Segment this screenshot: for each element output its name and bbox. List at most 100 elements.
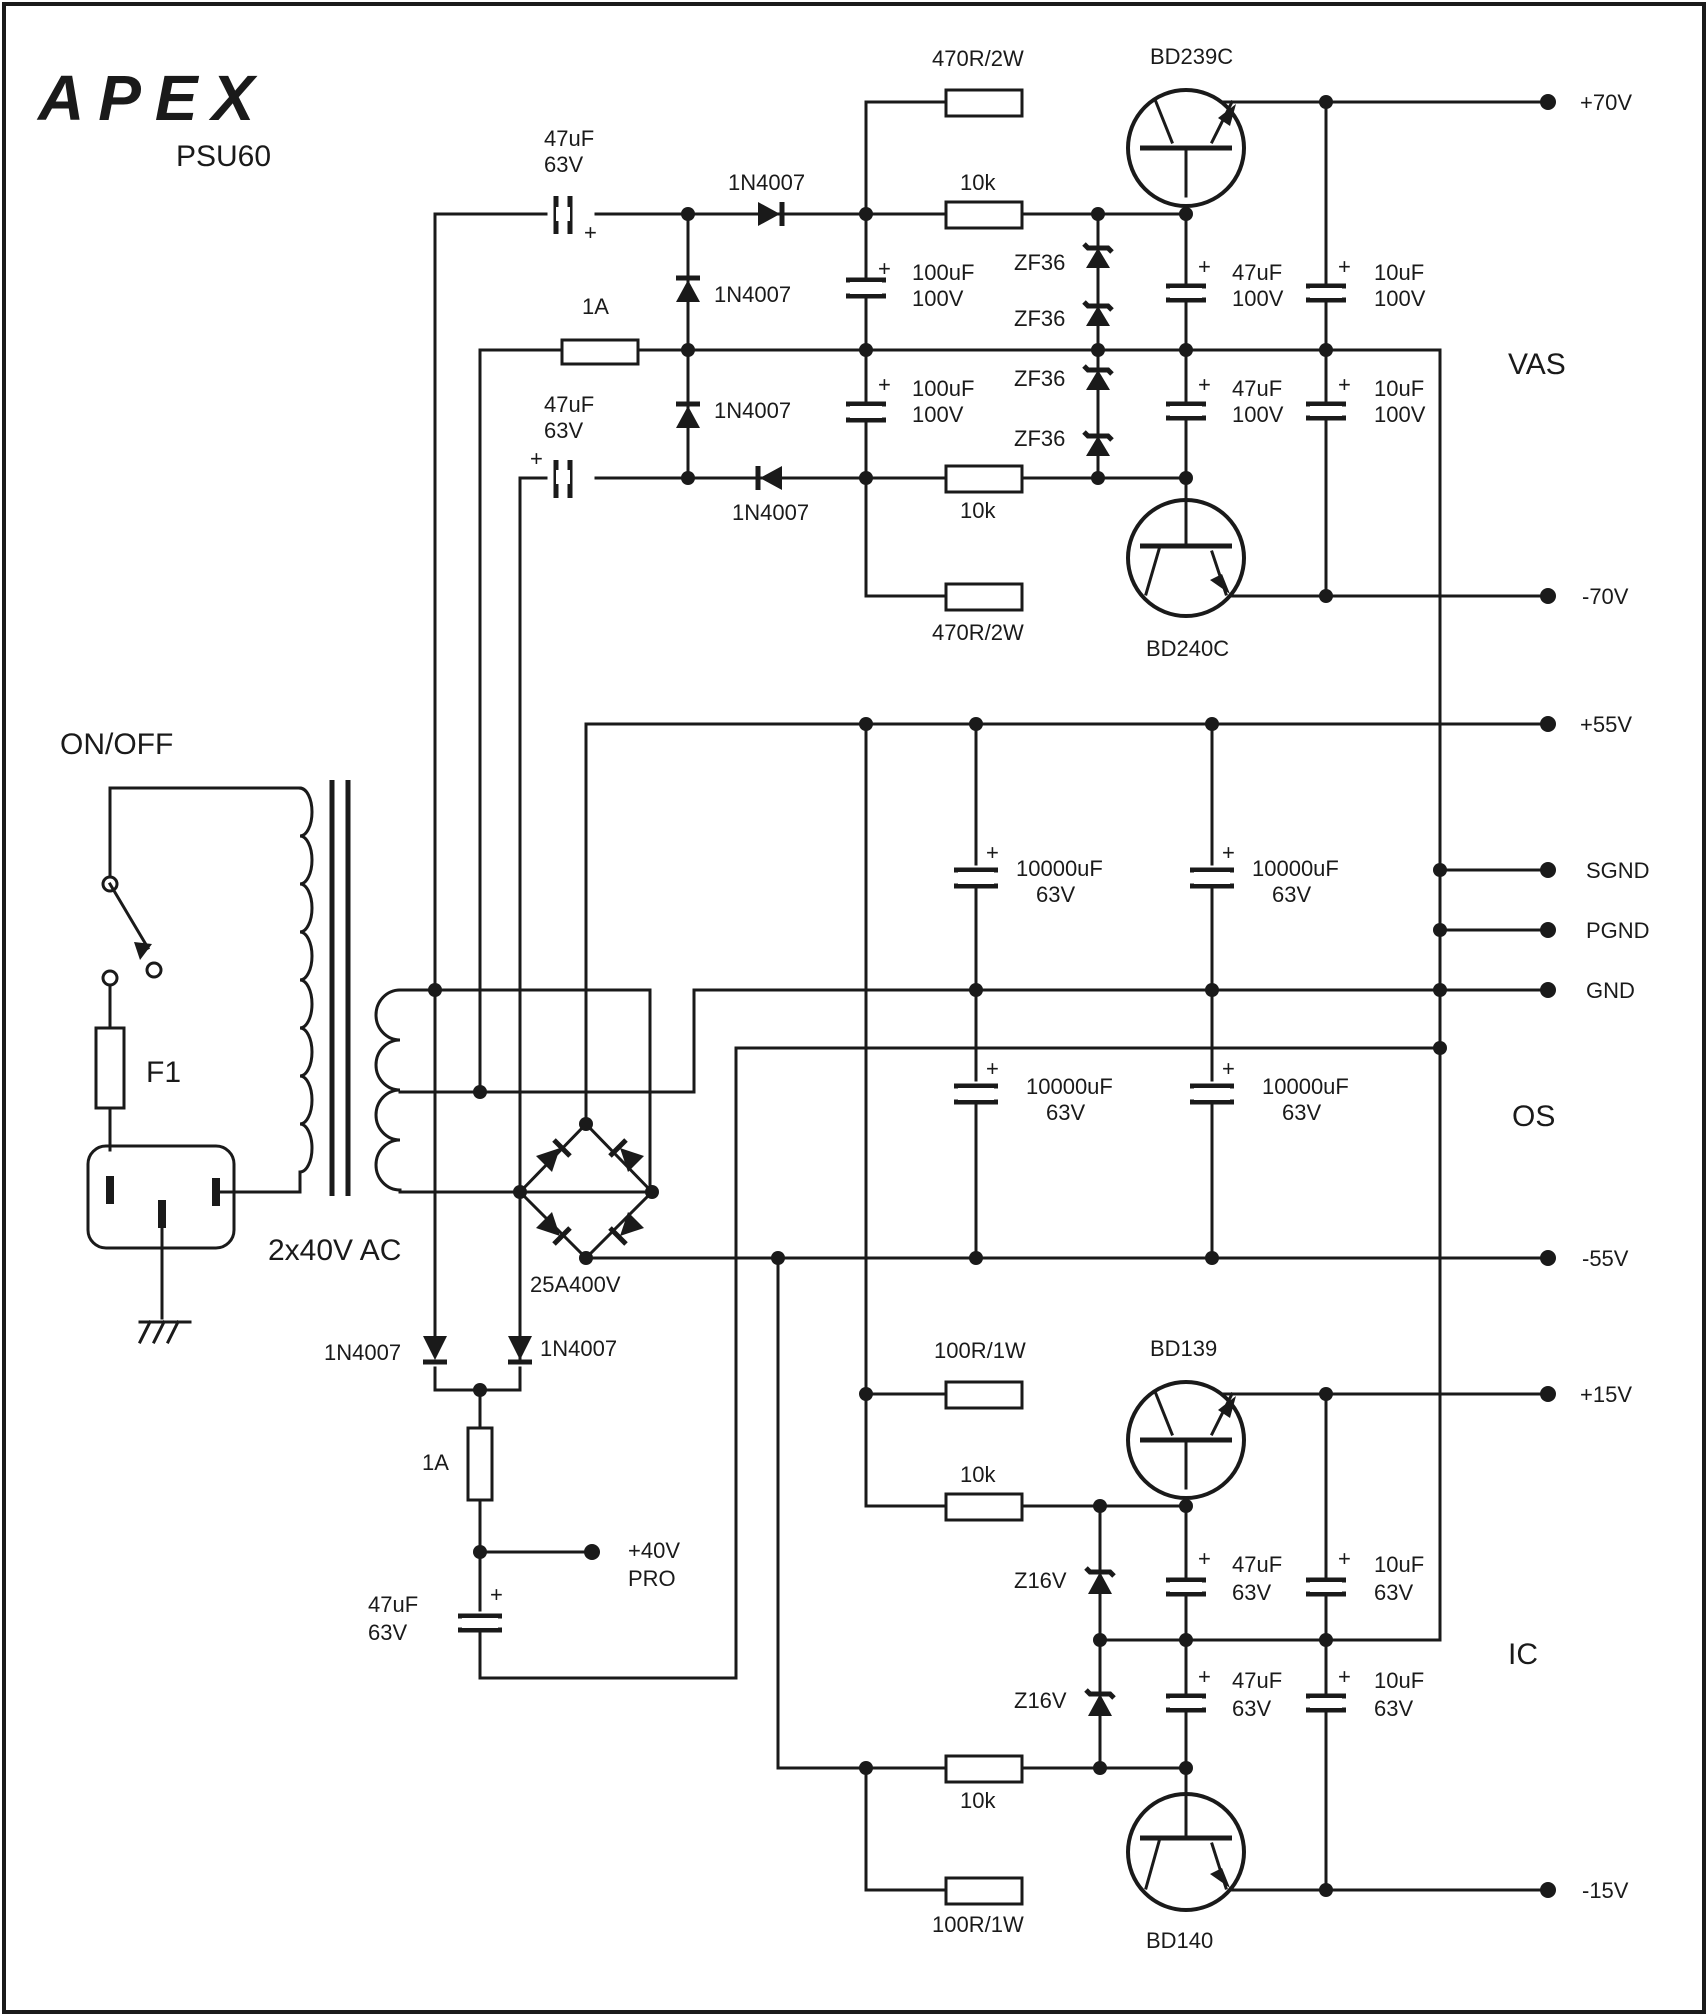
res-10k-ic-lower bbox=[944, 1754, 1024, 1784]
cap-10000uf-3: + 10000uF 63V bbox=[954, 1056, 1113, 1125]
section-ic-label: IC bbox=[1508, 1638, 1538, 1671]
transistor-bd139: BD139 bbox=[1126, 1336, 1246, 1500]
res-10k-vas-lower bbox=[944, 464, 1024, 494]
res-10k-ic-lower-label: 10k bbox=[960, 1788, 996, 1813]
switch-arrow bbox=[134, 942, 152, 960]
zener-z16v-upper-label: Z16V bbox=[1014, 1568, 1067, 1593]
res-100r-lower-label: 100R/1W bbox=[932, 1912, 1024, 1937]
cap-10000uf-4: + 10000uF 63V bbox=[1190, 1056, 1349, 1125]
output-minus55-label: -55V bbox=[1582, 1246, 1629, 1271]
res-100r-lower bbox=[944, 1876, 1024, 1906]
cap-10uf-vas-upper-voltage: 100V bbox=[1374, 286, 1426, 311]
cap-10000uf-1: + 10000uF 63V bbox=[954, 840, 1103, 907]
section-os-label: OS bbox=[1512, 1100, 1555, 1133]
cap-vas-lower-voltage: 63V bbox=[544, 418, 583, 443]
pro-voltage-label: +40V bbox=[628, 1538, 680, 1563]
earth-icon bbox=[137, 1319, 192, 1345]
zener-z16v-lower: Z16V bbox=[1014, 1688, 1116, 1716]
terminal-plus70 bbox=[1540, 94, 1556, 110]
bridge-rectifier: 25A400V bbox=[517, 1121, 655, 1297]
cap-47uf-vas-upper-voltage: 100V bbox=[1232, 286, 1284, 311]
res-10k-vas-upper-label: 10k bbox=[960, 170, 996, 195]
ic-section: 100R/1W 10k 10k 100R/1W Z16V Z16V + 47uF… bbox=[932, 1336, 1424, 1953]
fuse-pro-1a bbox=[466, 1426, 494, 1502]
fuse-f1-label: F1 bbox=[146, 1056, 181, 1089]
pro-name-label: PRO bbox=[628, 1566, 676, 1591]
transistor-bd239c-label: BD239C bbox=[1150, 44, 1233, 69]
wire-pgnd-down bbox=[478, 1046, 738, 1680]
cap-vas-upper-input: 47uF 63V + bbox=[544, 126, 597, 245]
fuse-pro-1a-label: 1A bbox=[422, 1450, 449, 1475]
output-plus15-label: +15V bbox=[1580, 1382, 1632, 1407]
terminal-sgnd bbox=[1540, 862, 1556, 878]
logo-text: APEX bbox=[36, 62, 268, 134]
vas-section: 47uF 63V + 47uF 63V + 1A 1N4007 1N4007 bbox=[530, 44, 1426, 661]
diode-vas-horiz-lower: 1N4007 bbox=[732, 466, 809, 525]
diode-vas-vert-lower-label: 1N4007 bbox=[714, 398, 791, 423]
cap-10uf-vas-lower-voltage: 100V bbox=[1374, 402, 1426, 427]
cap-10uf-vas-upper-value: 10uF bbox=[1374, 260, 1424, 285]
secondary-winding bbox=[374, 988, 402, 1192]
cap-10000uf-1-voltage: 63V bbox=[1036, 882, 1075, 907]
socket-pin-neutral bbox=[212, 1178, 220, 1206]
res-10k-vas-lower-label: 10k bbox=[960, 498, 996, 523]
cap-vas-upper-plus: + bbox=[584, 220, 597, 245]
diode-vas-horiz-upper: 1N4007 bbox=[728, 170, 805, 226]
transformer-label: 2x40V AC bbox=[268, 1234, 401, 1267]
cap-47uf-ic-lower-value: 47uF bbox=[1232, 1668, 1282, 1693]
output-sgnd-label: SGND bbox=[1586, 858, 1650, 883]
cap-47uf-vas-lower: + 47uF 100V bbox=[1166, 372, 1284, 427]
cap-10uf-ic-lower-voltage: 63V bbox=[1374, 1696, 1413, 1721]
diode-pro-left: 1N4007 bbox=[324, 1336, 447, 1365]
fuse-vas-1a bbox=[560, 338, 640, 366]
section-vas-label: VAS bbox=[1508, 348, 1566, 381]
cap-47uf-ic-lower: + 47uF 63V bbox=[1166, 1664, 1282, 1721]
terminal-pro bbox=[584, 1544, 600, 1560]
terminal-minus55 bbox=[1540, 1250, 1556, 1266]
terminal-pgnd bbox=[1540, 922, 1556, 938]
zener-zf36-1: ZF36 bbox=[1014, 242, 1114, 275]
cap-47uf-vas-lower-voltage: 100V bbox=[1232, 402, 1284, 427]
res-100r-upper-label: 100R/1W bbox=[934, 1338, 1026, 1363]
cap-100uf-lower-voltage: 100V bbox=[912, 402, 964, 427]
cap-47uf-vas-upper-value: 47uF bbox=[1232, 260, 1282, 285]
apex-logo: APEX PSU60 bbox=[36, 62, 271, 173]
res-470r-upper bbox=[944, 88, 1024, 118]
transistor-bd240c-label: BD240C bbox=[1146, 636, 1229, 661]
wire-ic-minus-vert bbox=[864, 1766, 948, 1892]
output-plus70-label: +70V bbox=[1580, 90, 1632, 115]
primary-winding bbox=[298, 786, 314, 1194]
junction-dots bbox=[428, 95, 1447, 1897]
cap-47uf-vas-lower-plus: + bbox=[1198, 372, 1211, 397]
cap-10000uf-4-voltage: 63V bbox=[1282, 1100, 1321, 1125]
output-minus15-label: -15V bbox=[1582, 1878, 1629, 1903]
cap-10uf-ic-lower-plus: + bbox=[1338, 1664, 1351, 1689]
cap-10uf-ic-lower-value: 10uF bbox=[1374, 1668, 1424, 1693]
cap-10uf-ic-upper-value: 10uF bbox=[1374, 1552, 1424, 1577]
output-minus70-label: -70V bbox=[1582, 584, 1629, 609]
cap-100uf-upper: + 100uF 100V bbox=[846, 256, 974, 311]
switch-contact-right bbox=[145, 961, 163, 979]
cap-vas-lower-input: 47uF 63V + bbox=[530, 392, 594, 498]
cap-47uf-ic-upper: + 47uF 63V bbox=[1166, 1546, 1282, 1605]
terminal-gnd bbox=[1540, 982, 1556, 998]
diode-vas-horiz-upper-label: 1N4007 bbox=[728, 170, 805, 195]
zener-zf36-4: ZF36 bbox=[1014, 426, 1114, 456]
socket-pin-earth bbox=[158, 1200, 166, 1228]
cap-10uf-vas-upper: + 10uF 100V bbox=[1306, 254, 1426, 311]
zener-zf36-2-label: ZF36 bbox=[1014, 306, 1065, 331]
diode-vas-horiz-lower-label: 1N4007 bbox=[732, 500, 809, 525]
cap-10uf-vas-upper-plus: + bbox=[1338, 254, 1351, 279]
diode-pro-left-label: 1N4007 bbox=[324, 1340, 401, 1365]
iec-socket bbox=[86, 1144, 236, 1250]
fuse-f1 bbox=[94, 1026, 126, 1110]
cap-10000uf-3-plus: + bbox=[986, 1056, 999, 1081]
diode-pro-right-label: 1N4007 bbox=[540, 1336, 617, 1361]
res-470r-upper-label: 470R/2W bbox=[932, 46, 1024, 71]
cap-47uf-ic-lower-plus: + bbox=[1198, 1664, 1211, 1689]
cap-100uf-upper-value: 100uF bbox=[912, 260, 974, 285]
cap-47uf-ic-upper-value: 47uF bbox=[1232, 1552, 1282, 1577]
cap-10uf-vas-lower-plus: + bbox=[1338, 372, 1351, 397]
